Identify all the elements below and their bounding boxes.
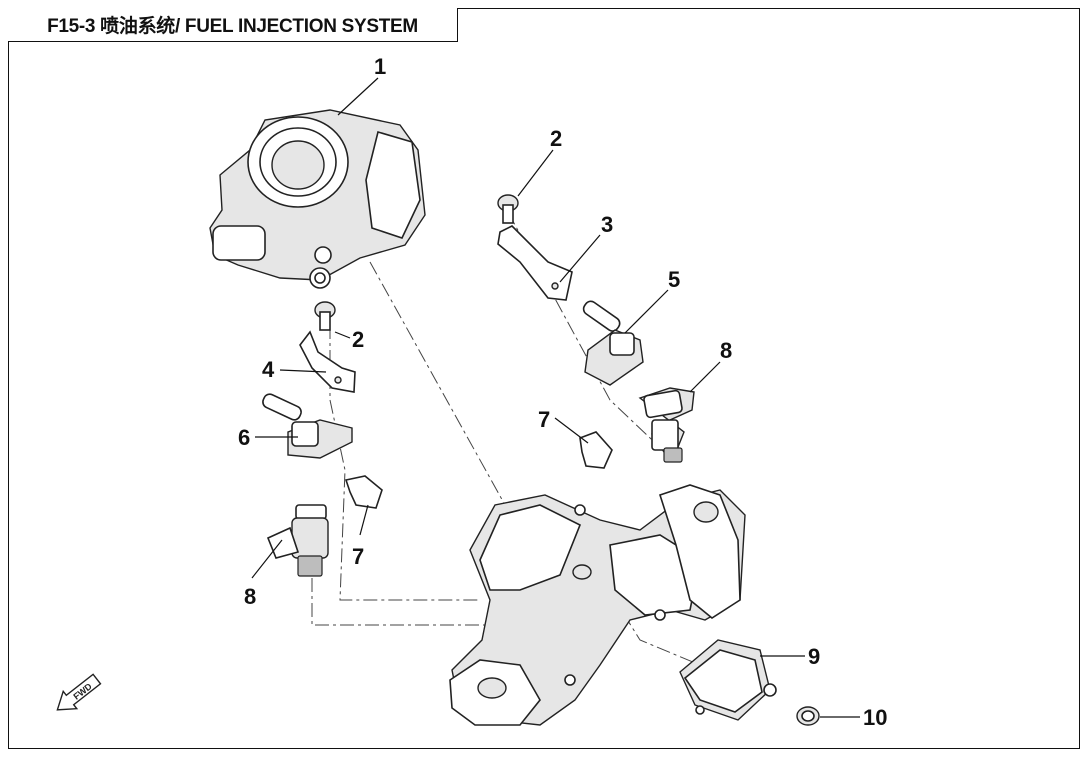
part-bolt-lower <box>314 301 336 331</box>
callout-4: 4 <box>262 357 275 382</box>
part-injector-lower <box>266 504 329 577</box>
callout-2-lower: 2 <box>352 327 364 352</box>
part-fuel-fitting-5 <box>582 300 644 386</box>
part-intake-manifold <box>449 484 746 726</box>
callout-6: 6 <box>238 425 250 450</box>
callout-3: 3 <box>601 212 613 237</box>
part-nut-10 <box>796 706 820 726</box>
leader-lines <box>251 77 860 718</box>
part-bracket-3 <box>497 225 573 301</box>
diagram-title: F15-3 喷油系统/ FUEL INJECTION SYSTEM <box>47 16 418 37</box>
callout-8-lower: 8 <box>244 584 256 609</box>
title-box: F15-3 喷油系统/ FUEL INJECTION SYSTEM <box>8 8 458 42</box>
part-injector-upper <box>638 387 695 463</box>
callout-9: 9 <box>808 644 820 669</box>
forward-direction-arrow-icon: FWD <box>56 673 102 711</box>
part-throttle-body <box>209 109 426 289</box>
callout-2-upper: 2 <box>550 126 562 151</box>
part-bracket-4 <box>299 330 356 393</box>
part-bolt-upper <box>497 194 519 224</box>
callout-7-upper: 7 <box>538 407 550 432</box>
part-fuel-fitting-6 <box>262 393 353 459</box>
part-clip-upper <box>579 431 613 469</box>
callout-7-lower: 7 <box>352 544 364 569</box>
part-sensor-9 <box>679 639 777 721</box>
callout-5: 5 <box>668 267 680 292</box>
callout-1: 1 <box>374 54 386 79</box>
part-clip-lower <box>344 475 383 509</box>
callout-10: 10 <box>863 705 887 730</box>
callout-8-upper: 8 <box>720 338 732 363</box>
